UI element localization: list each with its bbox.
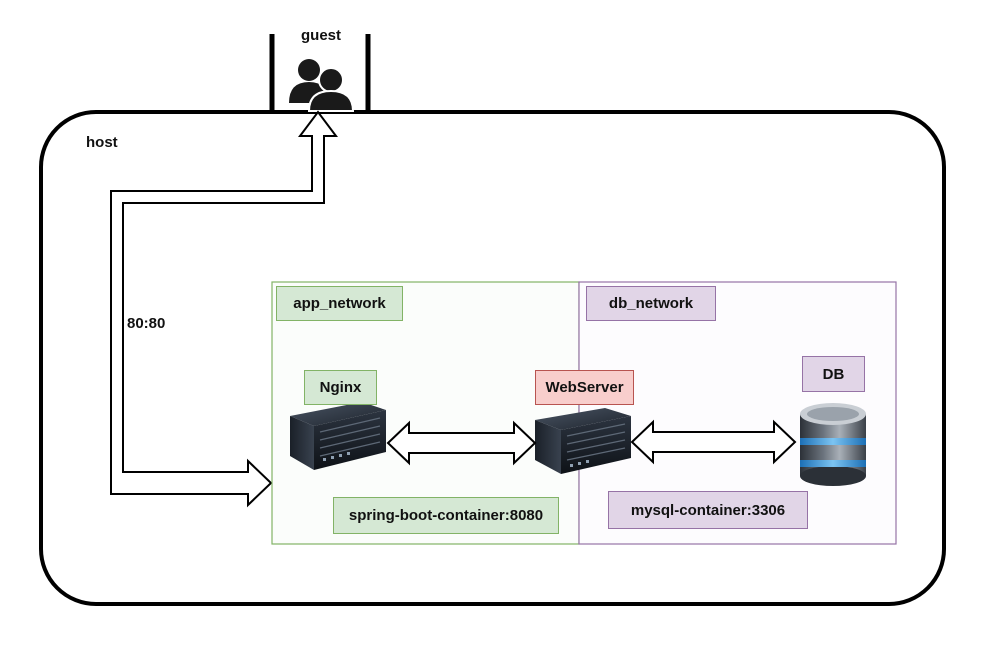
nginx-webserver-arrow	[386, 420, 537, 466]
webserver-label: WebServer	[535, 370, 634, 405]
host-label: host	[86, 134, 118, 151]
webserver-db-arrow	[630, 419, 797, 465]
db-label: DB	[802, 356, 865, 392]
database-icon	[800, 403, 866, 486]
guest-boundary	[269, 34, 371, 112]
webserver-server-icon	[535, 408, 631, 474]
nginx-label: Nginx	[304, 370, 377, 405]
port-mapping-label: 80:80	[127, 315, 166, 332]
port-forward-arrow	[110, 110, 338, 508]
guest-label: guest	[301, 27, 342, 44]
users-icon	[289, 59, 355, 112]
mysql-container-label: mysql-container:3306	[608, 491, 808, 529]
nginx-server-icon	[290, 402, 386, 470]
db-network-label: db_network	[586, 286, 716, 321]
app-network-label: app_network	[276, 286, 403, 321]
spring-container-label: spring-boot-container:8080	[333, 497, 559, 534]
host-boundary	[39, 110, 946, 606]
